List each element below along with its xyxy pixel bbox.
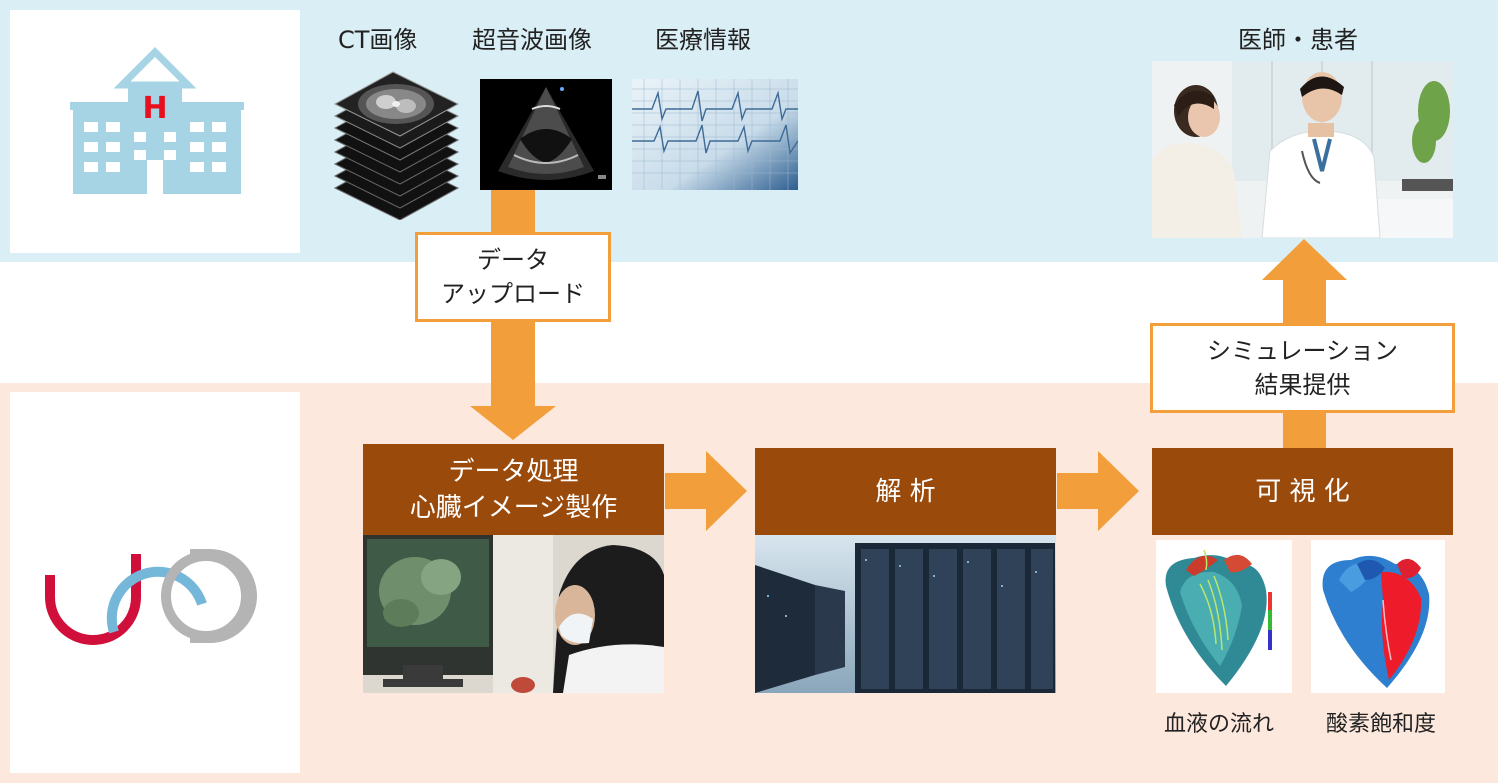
step-visualization: 可 視 化	[1152, 448, 1453, 535]
doctor-patient-photo	[1152, 61, 1453, 238]
hospital-panel: H	[10, 10, 300, 253]
upload-arrow-head-icon	[470, 406, 556, 440]
heart-modeling-photo	[363, 535, 664, 693]
ecg-chart-image	[632, 79, 798, 190]
medical-info-label: 医療情報	[655, 26, 751, 54]
doctor-patient-label: 医師・患者	[1238, 26, 1358, 54]
data-upload-box: データ アップロード	[415, 232, 611, 322]
ultrasound-image	[480, 79, 612, 190]
simulation-result-line2: 結果提供	[1254, 371, 1351, 399]
ct-image-label: CT画像	[338, 26, 418, 54]
data-upload-line1: データ	[477, 246, 549, 274]
step-data-processing-line2: 心臓イメージ製作	[409, 492, 618, 523]
hospital-cross-letter: H	[142, 91, 167, 126]
simulation-result-box: シミュレーション 結果提供	[1150, 323, 1455, 413]
data-upload-line2: アップロード	[441, 280, 585, 308]
step-data-processing-line1: データ処理	[448, 456, 579, 487]
ultrasound-image-label: 超音波画像	[472, 26, 592, 54]
process-to-analysis-arrow-icon	[665, 451, 747, 531]
step-analysis: 解 析	[755, 448, 1056, 535]
umo-logo-panel	[10, 392, 300, 773]
step-data-processing: データ処理 心臓イメージ製作	[363, 444, 664, 535]
blood-flow-label: 血液の流れ	[1164, 712, 1275, 737]
oxygen-saturation-heart-image	[1311, 540, 1445, 693]
oxygen-saturation-label: 酸素飽和度	[1326, 712, 1437, 737]
server-room-photo	[755, 535, 1056, 693]
umo-logo-icon	[45, 549, 257, 645]
ct-image-stack	[330, 70, 462, 220]
step-visualization-label: 可 視 化	[1255, 476, 1350, 507]
analysis-to-visualization-arrow-icon	[1057, 451, 1139, 531]
blood-flow-heart-image	[1156, 540, 1292, 693]
step-analysis-label: 解 析	[875, 476, 936, 507]
hospital-icon: H	[70, 47, 244, 194]
result-arrow-head-icon	[1262, 239, 1347, 280]
simulation-result-line1: シミュレーション	[1206, 337, 1399, 365]
